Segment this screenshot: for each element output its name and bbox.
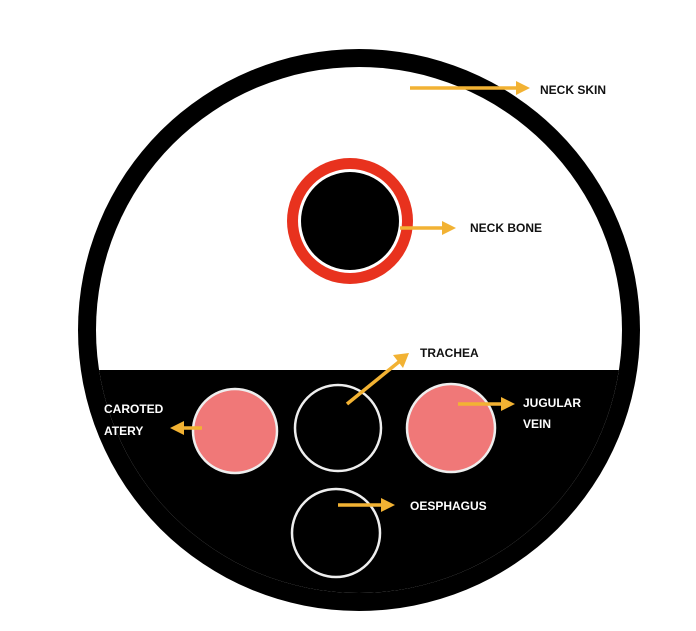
arrow-oesphagus <box>338 498 395 512</box>
label-caroted-atery-1: CAROTED <box>104 402 164 416</box>
trachea <box>293 383 383 473</box>
label-neck-bone: NECK BONE <box>470 221 542 235</box>
jugular-vein <box>405 382 497 474</box>
arrow-neck-skin <box>410 81 530 95</box>
label-neck-skin: NECK SKIN <box>540 83 606 97</box>
arrow-trachea <box>345 353 409 406</box>
carotid-artery <box>191 387 279 475</box>
arrow-neck-bone <box>400 221 456 235</box>
neck-bone <box>287 158 413 284</box>
label-trachea: TRACHEA <box>420 346 479 360</box>
label-jugular-vein-2: VEIN <box>523 417 551 431</box>
arrow-caroted-atery <box>170 421 202 435</box>
label-oesphagus: OESPHAGUS <box>410 499 487 513</box>
label-jugular-vein-1: JUGULAR <box>523 396 581 410</box>
arrow-jugular-vein <box>458 397 515 411</box>
label-caroted-atery-2: ATERY <box>104 424 143 438</box>
oesphagus <box>290 487 382 579</box>
